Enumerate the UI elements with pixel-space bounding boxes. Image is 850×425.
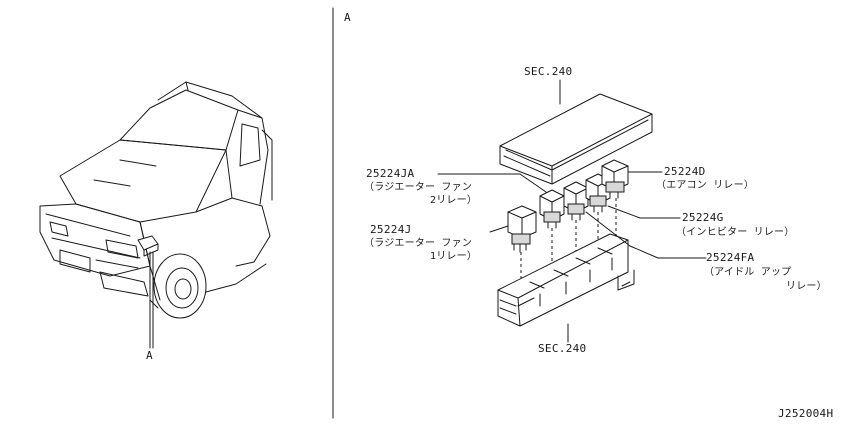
fuse-box-cover-label: SEC.240 [524, 65, 573, 78]
relay-desc-25224FA-line2: リレー） [786, 281, 827, 292]
relay-part-no-25224FA: 25224FA [706, 251, 755, 264]
relay-desc-25224FA-line1: （アイドル アップ [704, 267, 792, 278]
relay-part-no-25224J: 25224J [370, 223, 412, 236]
figure-id-label: J252004H [778, 407, 834, 420]
relay-desc-25224JA-line1: （ラジエーター ファン [364, 182, 473, 193]
relay-desc-25224D-line1: （エアコン リレー） [656, 180, 755, 191]
fuse-box-cover [499, 79, 653, 185]
relay-part-no-25224D: 25224D [664, 165, 706, 178]
relay-desc-25224J-line1: （ラジエーター ファン [364, 238, 473, 249]
relay-desc-25224J-line2: 1リレー） [430, 251, 478, 262]
fuse-box-base-label: SEC.240 [538, 342, 587, 355]
relay-part-no-25224JA: 25224JA [366, 167, 415, 180]
relay-25224FA [563, 181, 589, 221]
car-callout-label: A [146, 349, 153, 362]
relay-25224J [507, 205, 537, 253]
relay-25224D [601, 159, 629, 199]
fuse-box-base [497, 233, 635, 343]
relay-part-no-25224G: 25224G [682, 211, 724, 224]
relay-desc-25224G-line1: （インヒビター リレー） [676, 227, 795, 238]
view-marker-label: A [344, 11, 351, 24]
relay-desc-25224JA-line2: 2リレー） [430, 195, 478, 206]
vehicle-illustration [39, 81, 273, 349]
label-leaders [437, 171, 707, 259]
relay-25224JA [539, 189, 565, 229]
